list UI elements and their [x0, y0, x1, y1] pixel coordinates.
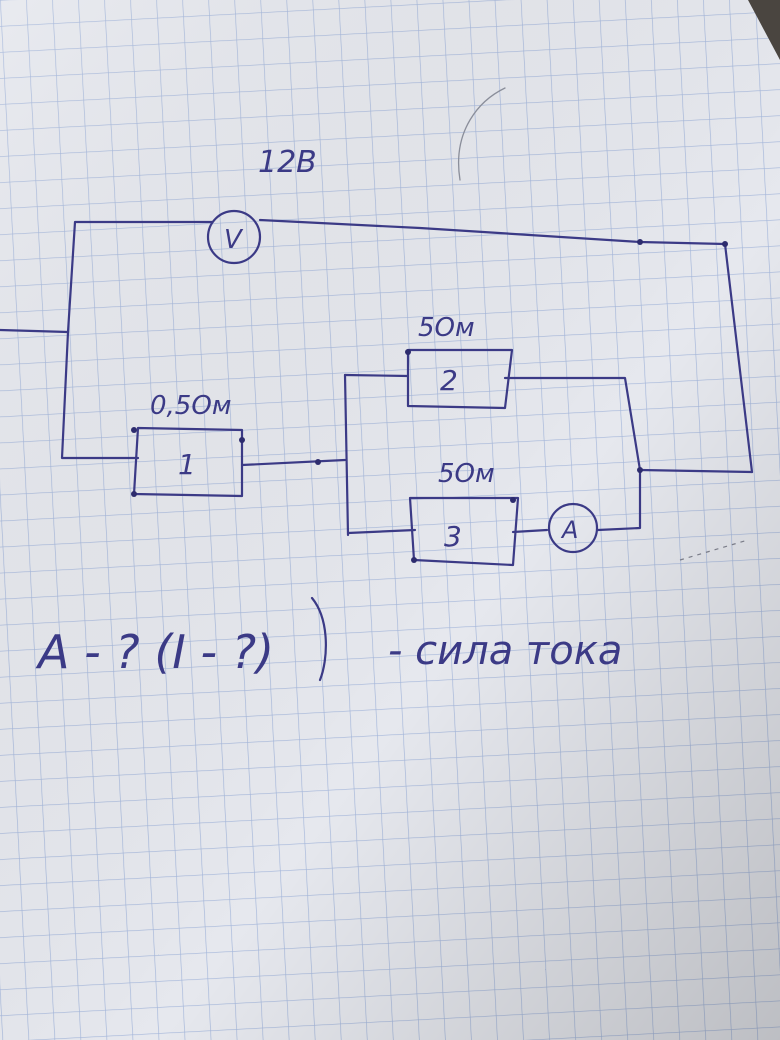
- wire-to-r2: [343, 373, 410, 378]
- wire-top-left: [66, 220, 214, 334]
- wire-ammeter-out: [596, 468, 642, 532]
- wire-parallel-left: [343, 373, 350, 537]
- junction-dot: [722, 241, 728, 247]
- wire-r2-out: [503, 376, 642, 472]
- wire-r3-to-ammeter: [511, 528, 549, 534]
- resistor-3-value: 5Ом: [438, 459, 495, 489]
- wire-right-vertical: [723, 242, 754, 474]
- resistor-1-number: 1: [178, 448, 196, 481]
- voltmeter-symbol: V: [224, 225, 244, 255]
- resistor-3-number: 3: [444, 520, 462, 553]
- resistor-2-number: 2: [440, 364, 458, 397]
- resistor-3-box: [408, 496, 520, 567]
- wire-input-stub: [0, 328, 70, 334]
- wire-r1-to-node: [240, 458, 347, 467]
- junction-dot: [315, 459, 321, 465]
- voltage-label: 12В: [258, 145, 317, 180]
- ammeter-circle: [547, 502, 599, 554]
- faint-arc-mark: [458, 87, 506, 181]
- question-note: - сила тока: [388, 628, 622, 674]
- junction-dot: [131, 491, 137, 497]
- junction-dot: [239, 437, 245, 443]
- resistor-2-value: 5Ом: [418, 313, 475, 343]
- wire-top-right: [258, 218, 727, 246]
- junction-dot: [131, 427, 137, 433]
- junction-dot: [637, 239, 643, 245]
- question-parenthesis: [310, 596, 327, 682]
- voltmeter-circle: [206, 209, 262, 265]
- junction-dot: [510, 497, 516, 503]
- question-text: A - ? (I - ?): [35, 625, 274, 679]
- junction-dot: [405, 349, 411, 355]
- junction-dot: [637, 467, 643, 473]
- wire-to-r3: [346, 528, 417, 535]
- ammeter-symbol: A: [560, 516, 578, 544]
- resistor-2-box: [406, 348, 514, 410]
- resistor-1-value: 0,5Ом: [150, 391, 231, 421]
- junction-dot: [411, 557, 417, 563]
- resistor-1-box: [132, 426, 244, 498]
- wire-right-junction: [638, 468, 754, 474]
- stray-pen-marks: [679, 539, 749, 561]
- wire-left-lower: [60, 330, 140, 460]
